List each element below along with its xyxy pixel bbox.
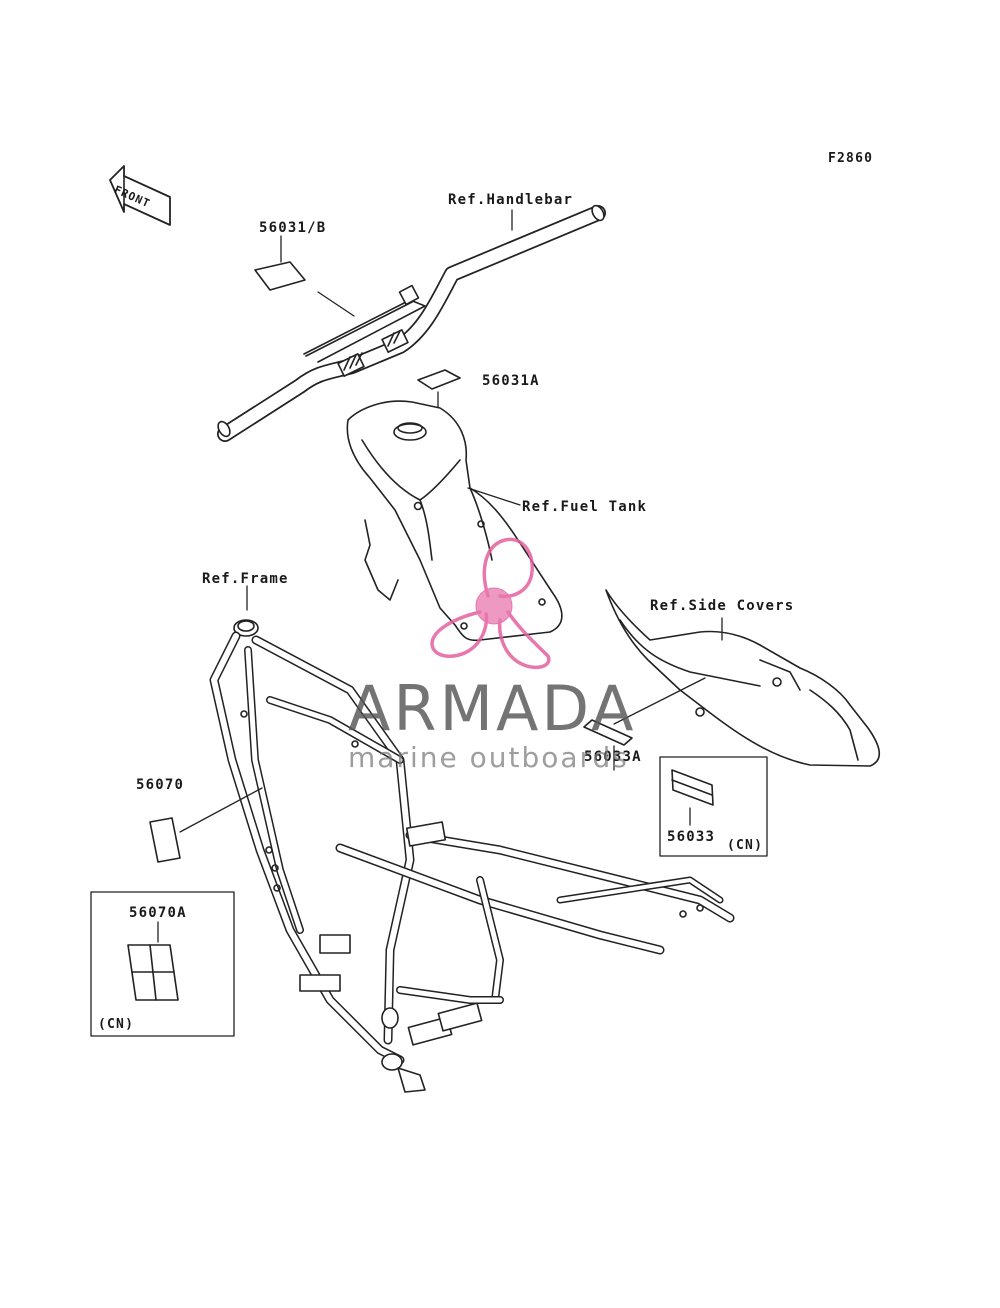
label-ref-handlebar: Ref.Handlebar — [448, 192, 574, 208]
fuel-tank-drawing — [347, 401, 562, 640]
label-56070a: 56070A — [129, 905, 187, 921]
label-ref-frame: Ref.Frame — [202, 571, 289, 587]
label-ref-side-covers: Ref.Side Covers — [650, 598, 795, 614]
label-56070a-cn: (CN) — [98, 1017, 135, 1032]
label-56031a: 56031A — [482, 373, 540, 389]
frame-drawing — [214, 586, 730, 1092]
decal-56070-drawing — [150, 818, 180, 862]
label-ref-fuel-tank: Ref.Fuel Tank — [522, 499, 648, 515]
label-56070: 56070 — [136, 777, 185, 793]
front-arrow-icon — [110, 166, 170, 225]
figure-code: F2860 — [828, 151, 874, 166]
label-56033-cn: (CN) — [727, 838, 764, 853]
watermark-title: ARMADA — [348, 672, 637, 745]
armada-logo-icon — [432, 539, 549, 667]
label-56033: 56033 — [667, 829, 716, 845]
decal-56033a-drawing — [584, 720, 632, 745]
decal-56031b-drawing — [255, 262, 305, 290]
label-56033a: 56033A — [584, 749, 642, 765]
handlebar-drawing — [216, 204, 607, 439]
watermark-subtitle: marine outboards — [348, 741, 629, 774]
side-cover-drawing — [606, 590, 879, 766]
label-56031b: 56031/B — [259, 220, 327, 236]
decal-56031a-drawing — [418, 370, 460, 389]
